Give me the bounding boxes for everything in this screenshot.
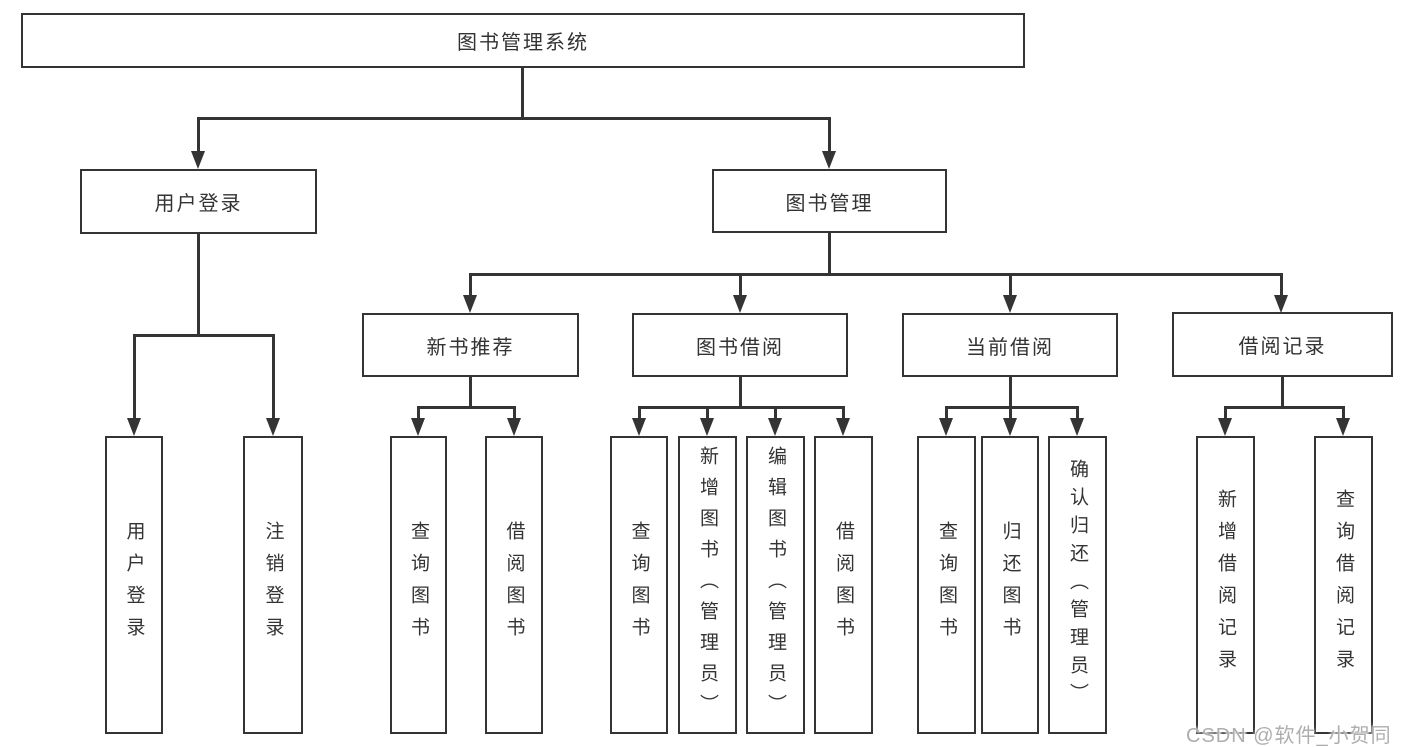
leaf-user-login: 用户登录 (105, 436, 163, 734)
edge-user-login-bus (133, 334, 274, 337)
edge-book-borrow-stem (739, 377, 742, 406)
edge-arrow-nb-query (417, 406, 420, 418)
edge-arrow-br-query (1342, 406, 1345, 418)
leaf-label: 注销登录 (262, 521, 284, 649)
edge-arrow-cb-query (945, 406, 948, 418)
node-user-login-label: 用户登录 (154, 193, 243, 215)
edge-current-borrow-stem (1009, 377, 1012, 406)
leaf-label: 归还图书 (999, 521, 1021, 649)
leaf-logout: 注销登录 (243, 436, 303, 734)
edge-borrow-records-bus (1224, 406, 1345, 409)
leaf-label: 借阅图书 (503, 521, 525, 649)
edge-arrow-to-book-borrow (739, 273, 742, 295)
leaf-label: 查询图书 (408, 521, 429, 649)
edge-arrow-to-current-borrow (1009, 273, 1012, 295)
node-new-book-recommend: 新书推荐 (362, 313, 579, 377)
leaf-add-books-admin: 新增图书（管理员） (678, 436, 737, 734)
leaf-label: 编辑图书（管理员） (765, 445, 786, 725)
leaf-return-books: 归还图书 (981, 436, 1039, 734)
edge-arrow-to-leaf-login (133, 334, 136, 418)
edge-borrow-records-stem (1281, 377, 1284, 406)
leaf-edit-books-admin: 编辑图书（管理员） (746, 436, 805, 734)
leaf-confirm-return-admin: 确认归还（管理员） (1048, 436, 1107, 734)
leaf-query-borrow-record: 查询借阅记录 (1314, 436, 1373, 734)
leaf-query-books-3: 查询图书 (917, 436, 976, 734)
edge-arrow-to-borrow-records (1280, 273, 1283, 295)
edge-book-management-bus (469, 273, 1282, 276)
edge-arrow-to-leaf-logout (272, 334, 275, 418)
edge-arrow-bb-edit (774, 406, 777, 418)
edge-new-book-bus (417, 406, 516, 409)
edge-arrow-bb-borrow (842, 406, 845, 418)
leaf-label: 确认归还（管理员） (1067, 459, 1088, 711)
edge-arrow-bb-add (706, 406, 709, 418)
edge-arrow-to-user-login (197, 117, 200, 151)
edge-root-stem (521, 68, 524, 117)
node-new-book-recommend-label: 新书推荐 (426, 336, 515, 359)
node-root: 图书管理系统 (21, 13, 1025, 68)
edge-arrow-to-new-book (469, 273, 472, 295)
leaf-borrow-books-2: 借阅图书 (814, 436, 873, 734)
node-borrow-records-label: 借阅记录 (1238, 336, 1327, 358)
edge-arrow-cb-return (1009, 406, 1012, 418)
node-book-borrow-label: 图书借阅 (696, 336, 784, 359)
edge-arrow-nb-borrow (513, 406, 516, 418)
node-current-borrow-label: 当前借阅 (966, 336, 1054, 359)
edge-arrow-bb-query (638, 406, 641, 418)
leaf-query-books-2: 查询图书 (610, 436, 668, 734)
node-user-login: 用户登录 (80, 169, 317, 234)
leaf-label: 新增借阅记录 (1215, 489, 1236, 681)
edge-new-book-stem (469, 377, 472, 406)
leaf-label: 查询图书 (628, 521, 650, 649)
node-root-label: 图书管理系统 (457, 32, 589, 54)
leaf-borrow-books-1: 借阅图书 (485, 436, 543, 734)
leaf-label: 查询图书 (936, 521, 957, 649)
leaf-add-borrow-record: 新增借阅记录 (1196, 436, 1255, 734)
edge-arrow-to-book-management (828, 117, 831, 151)
edge-book-borrow-bus (638, 406, 845, 409)
leaf-label: 新增图书（管理员） (697, 445, 718, 725)
edge-current-borrow-bus (945, 406, 1078, 409)
node-current-borrow: 当前借阅 (902, 313, 1118, 377)
node-book-borrow: 图书借阅 (632, 313, 848, 377)
leaf-label: 借阅图书 (833, 521, 854, 649)
leaf-query-books-1: 查询图书 (390, 436, 447, 734)
leaf-label: 查询借阅记录 (1333, 489, 1354, 681)
node-book-management-label: 图书管理 (785, 192, 874, 215)
edge-book-management-stem (828, 233, 831, 273)
edge-root-bus (197, 117, 831, 120)
node-book-management: 图书管理 (712, 169, 947, 233)
edge-user-login-stem (197, 234, 200, 334)
leaf-label: 用户登录 (123, 521, 145, 649)
csdn-watermark: CSDN @软件_小贺同学 (1186, 725, 1392, 747)
node-borrow-records: 借阅记录 (1172, 312, 1393, 377)
edge-arrow-br-add (1224, 406, 1227, 418)
edge-arrow-cb-confirm (1076, 406, 1079, 418)
